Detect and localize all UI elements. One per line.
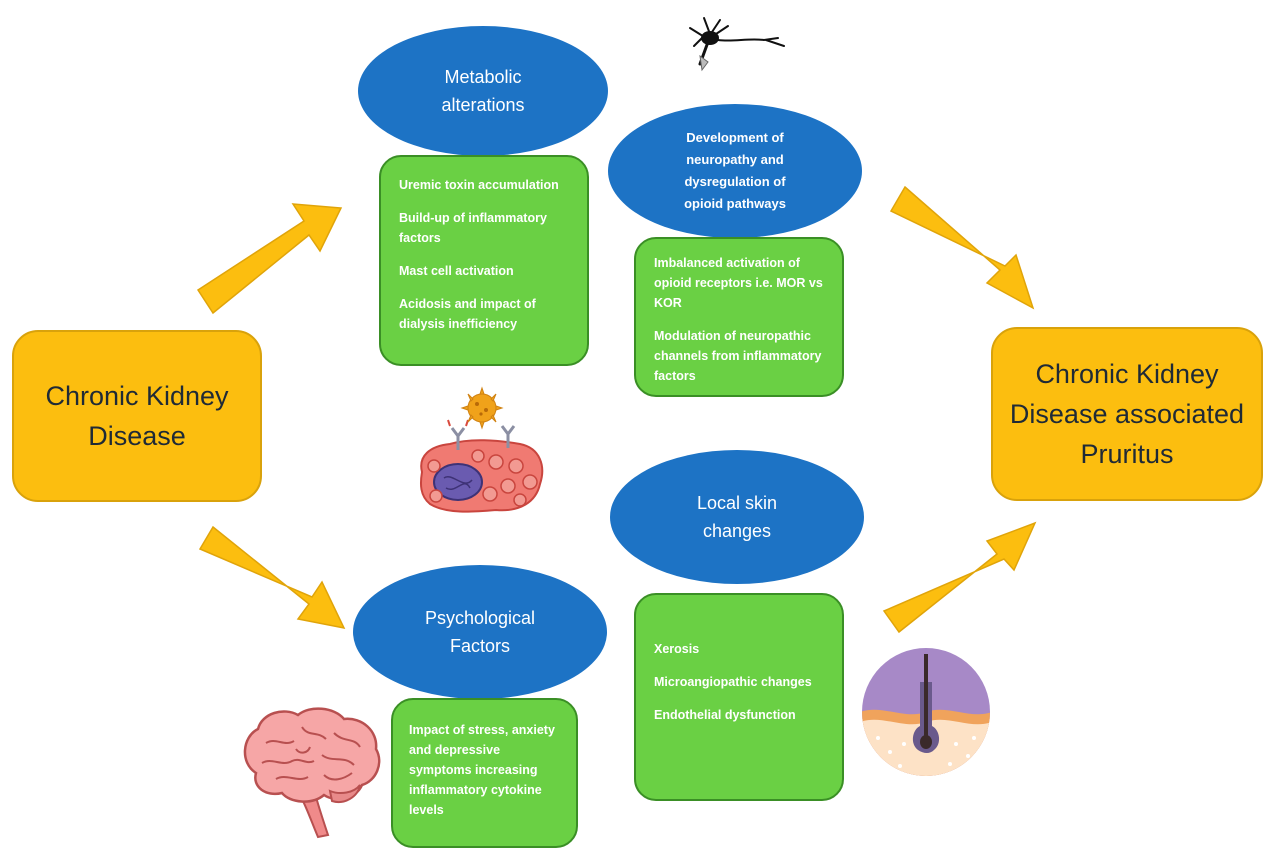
metabolic-box: Uremic toxin accumulation Build-up of in… — [379, 155, 589, 366]
ckd-pruritus-box: Chronic Kidney Disease associated Prurit… — [991, 327, 1263, 501]
arrow-ckd-to-metabolic — [196, 203, 343, 315]
skin-item: Endothelial dysfunction — [654, 708, 796, 722]
neuron-icon — [689, 17, 785, 72]
ckd-pruritus-label: Chronic Kidney Disease associated Prurit… — [1009, 359, 1245, 469]
metabolic-item: Uremic toxin accumulation — [399, 178, 559, 192]
skin-item: Microangiopathic changes — [654, 675, 812, 689]
metabolic-item: Build-up of inflammatory factors — [399, 211, 547, 245]
skin-box: Xerosis Microangiopathic changes Endothe… — [634, 593, 844, 801]
neuropathy-item: Imbalanced activation of opioid receptor… — [654, 256, 823, 310]
ckd-box: Chronic Kidney Disease — [12, 330, 262, 502]
metabolic-item: Mast cell activation — [399, 264, 514, 278]
brain-icon — [243, 707, 381, 839]
metabolic-ellipse: Metabolic alterations — [358, 26, 608, 156]
mast-cell-icon — [420, 386, 544, 513]
hair-follicle-icon — [862, 648, 990, 776]
skin-item: Xerosis — [654, 642, 700, 656]
arrow-skin-to-pruritus — [882, 521, 1037, 634]
psychological-ellipse: Psychological Factors — [353, 565, 607, 699]
psychological-box: Impact of stress, anxiety and depressive… — [391, 698, 578, 848]
ckd-label: Chronic Kidney Disease — [45, 381, 229, 451]
neuropathy-title: Development of neuropathy and dysregulat… — [684, 130, 786, 211]
skin-title: Local skin changes — [696, 493, 778, 541]
metabolic-title: Metabolic alterations — [441, 67, 525, 115]
metabolic-item: Acidosis and impact of dialysis ineffici… — [399, 297, 536, 331]
psychological-item: Impact of stress, anxiety and depressive… — [409, 723, 555, 817]
neuropathy-item: Modulation of neuropathic channels from … — [654, 329, 822, 383]
neuropathy-box: Imbalanced activation of opioid receptor… — [634, 237, 844, 397]
psychological-title: Psychological Factors — [424, 608, 536, 656]
skin-ellipse: Local skin changes — [610, 450, 864, 584]
arrow-neuropathy-to-pruritus — [889, 185, 1035, 310]
neuropathy-ellipse: Development of neuropathy and dysregulat… — [608, 104, 862, 238]
arrow-ckd-to-psychological — [198, 525, 346, 630]
